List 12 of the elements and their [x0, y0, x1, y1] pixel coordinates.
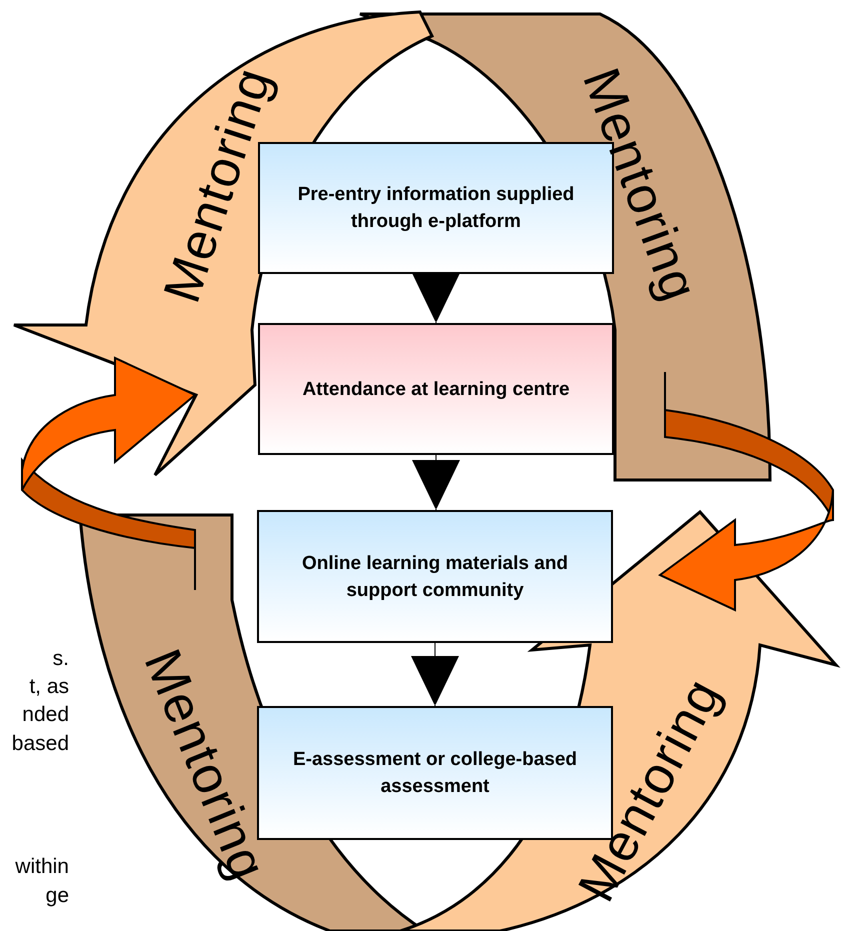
text-fragment: within [15, 856, 69, 877]
arrow [412, 454, 460, 510]
arrow [412, 273, 460, 324]
text-fragment: nded [22, 704, 69, 725]
process-box: Online learning materials and support community [257, 510, 613, 643]
text-fragment: ge [46, 885, 69, 906]
arrow [411, 642, 459, 706]
text-fragment: based [12, 733, 69, 754]
text-fragment: s. [52, 648, 69, 669]
process-box: E-assessment or college-based assessment [257, 706, 613, 840]
process-box: Attendance at learning centre [258, 323, 614, 455]
text-fragment: t, as [29, 676, 69, 697]
